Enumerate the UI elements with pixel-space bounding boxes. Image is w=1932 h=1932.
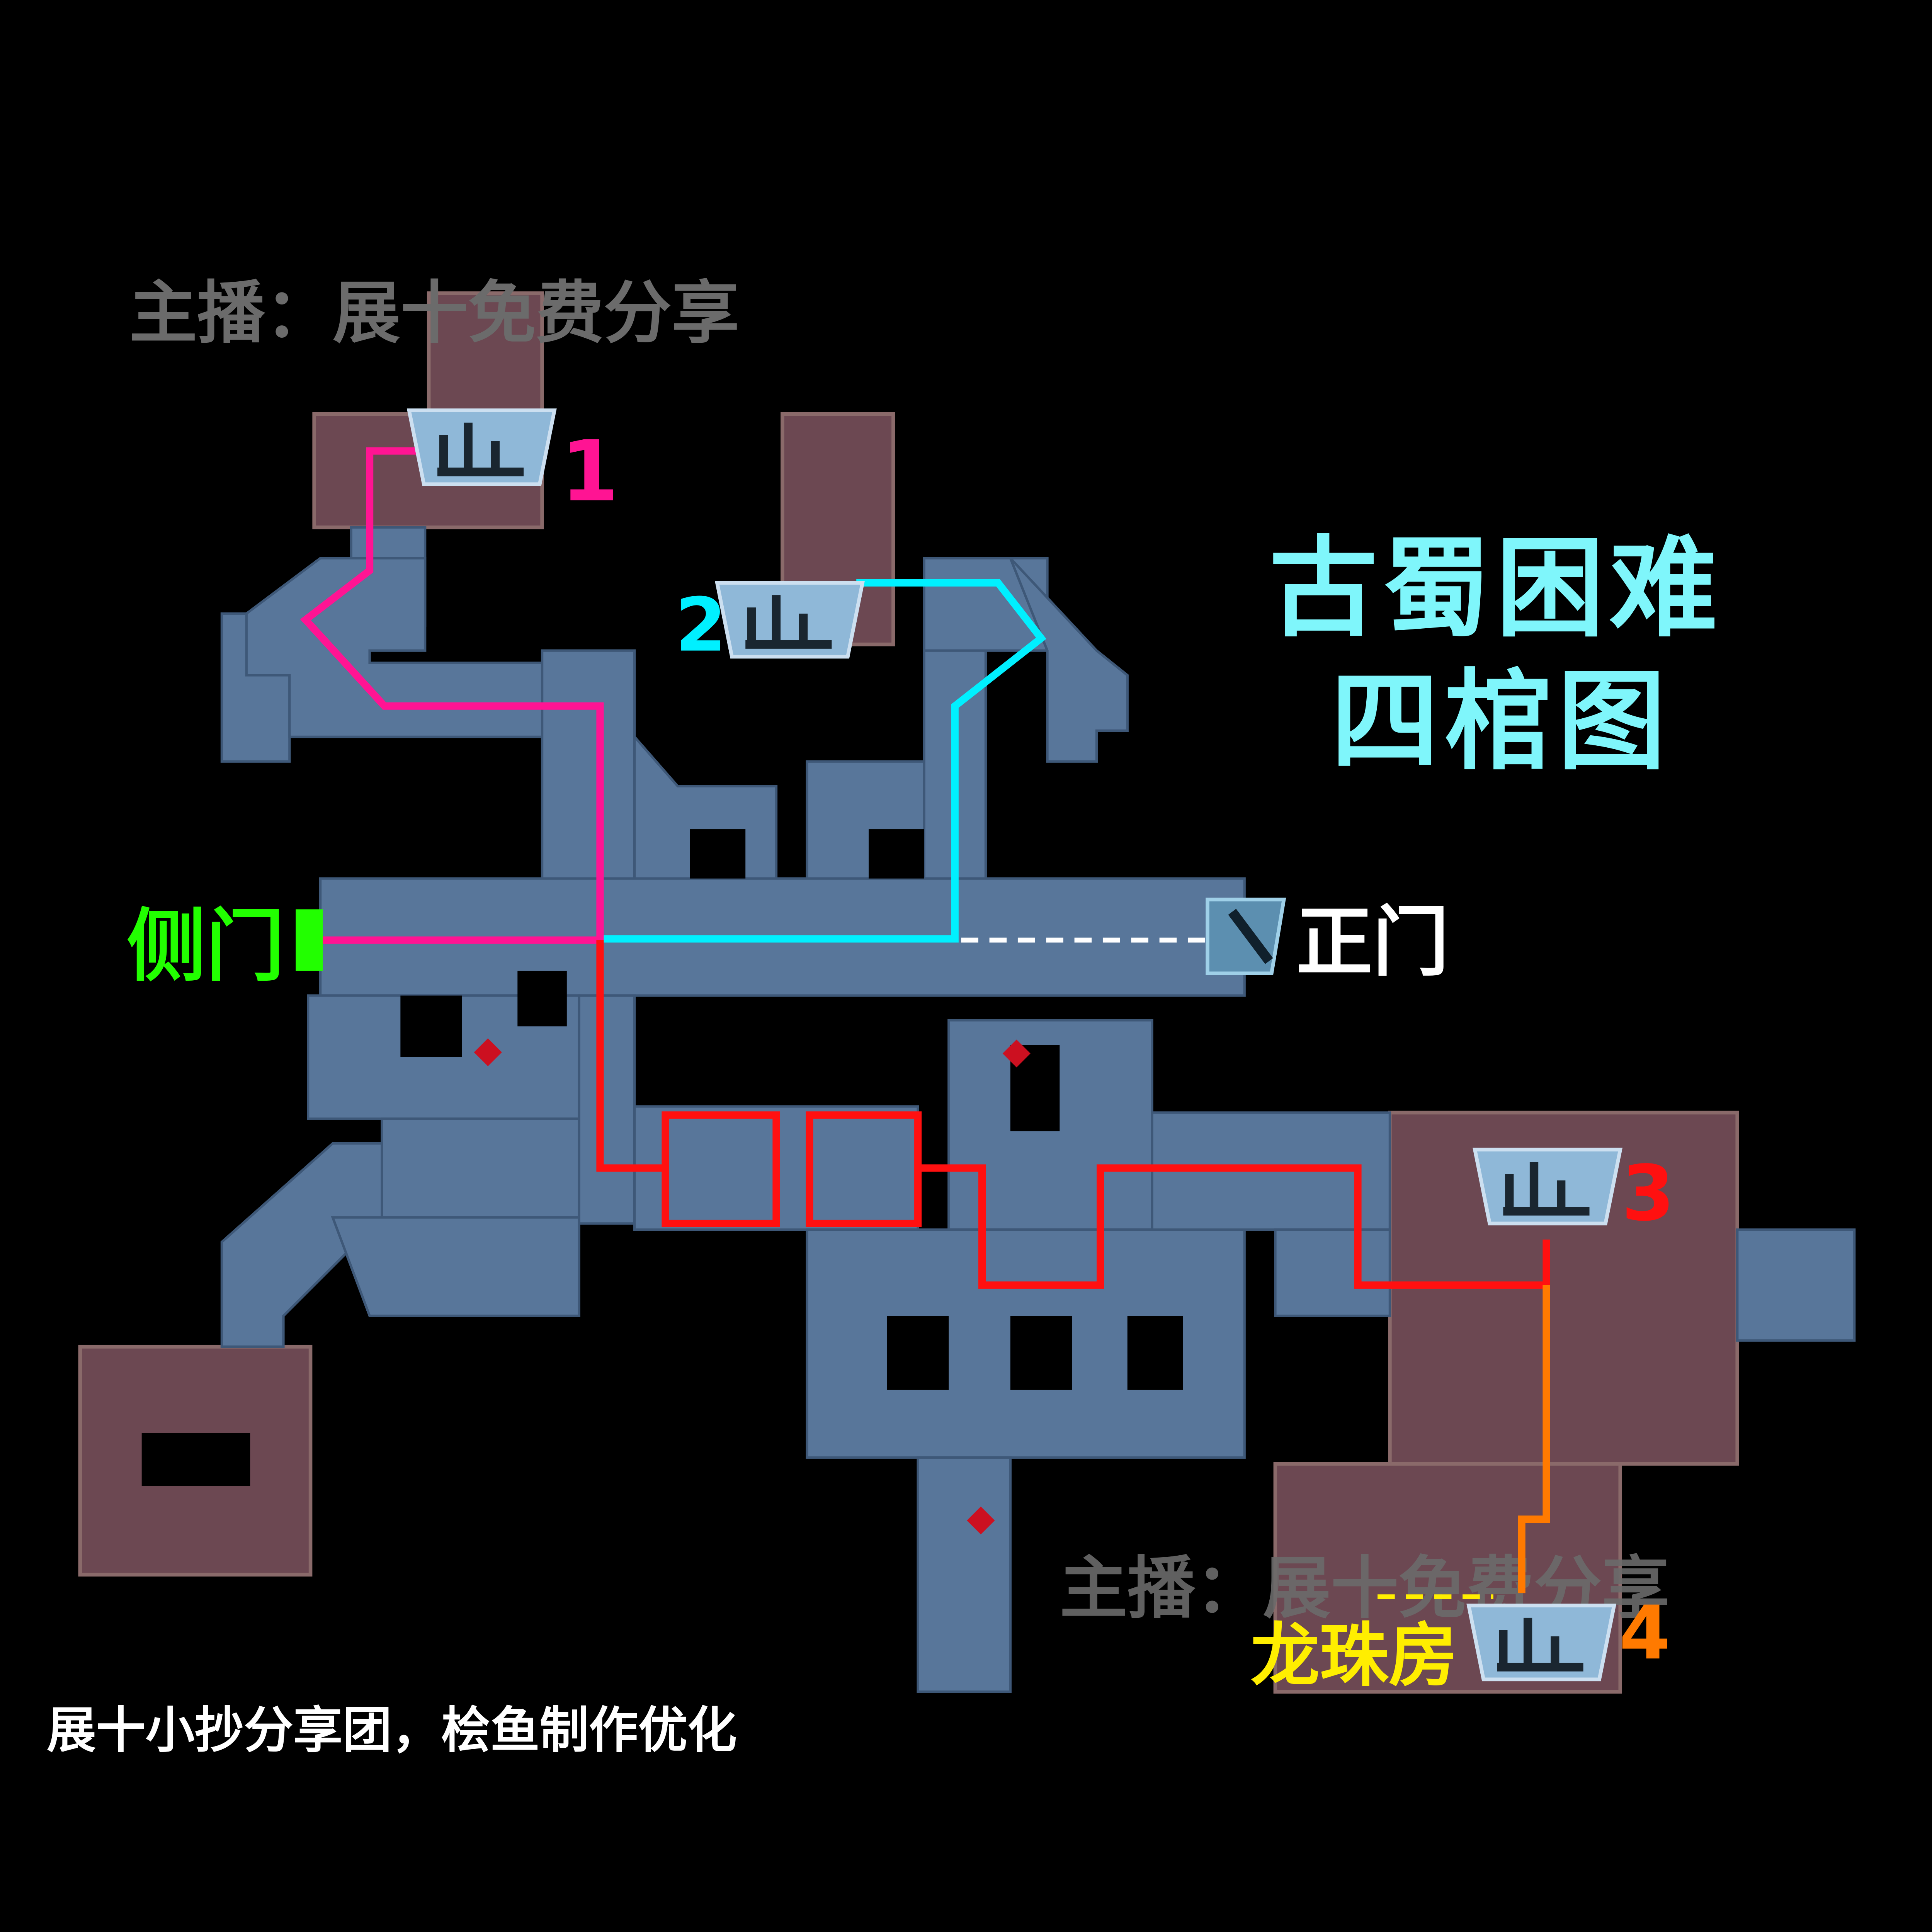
room-southwest-hole bbox=[141, 1433, 250, 1486]
corridor bbox=[331, 1216, 580, 1317]
coffin-3-label: 3 bbox=[1621, 1149, 1675, 1238]
route-red bbox=[918, 1164, 1550, 1289]
corridor bbox=[220, 1142, 383, 1348]
coffin-4-label: 4 bbox=[1619, 1590, 1670, 1676]
dragon-pearl-room-label: 龙珠房 bbox=[1251, 1616, 1458, 1696]
coffin-icon[interactable] bbox=[406, 408, 557, 486]
side-chamber bbox=[1736, 1228, 1856, 1342]
watermark: 主播：展十免费分享 bbox=[129, 274, 739, 353]
map-title-line2: 四棺图 bbox=[1331, 659, 1671, 785]
corridor bbox=[381, 1117, 580, 1219]
map-title-line1: 古蜀困难 bbox=[1269, 526, 1722, 652]
route-pink bbox=[300, 447, 604, 944]
coffin-icon[interactable] bbox=[715, 581, 865, 659]
corridor bbox=[1009, 557, 1129, 763]
side-door-marker[interactable] bbox=[296, 909, 323, 971]
corridor bbox=[245, 557, 636, 738]
coffin-1-label: 1 bbox=[561, 423, 619, 520]
corridor bbox=[917, 1456, 1012, 1693]
door-icon[interactable] bbox=[1206, 898, 1286, 975]
coffin-icon[interactable] bbox=[1473, 1148, 1623, 1226]
corridor bbox=[541, 649, 636, 886]
route-cyan bbox=[604, 579, 1046, 943]
side-door-label: 侧门 bbox=[127, 901, 284, 992]
footer-credit: 展十小抄分享团，桧鱼制作优化 bbox=[47, 1702, 737, 1759]
route-red bbox=[596, 940, 665, 1172]
coffin-2-label: 2 bbox=[675, 582, 726, 668]
room-coffin-1-upper bbox=[427, 291, 544, 418]
route-orange bbox=[1518, 1285, 1550, 1594]
highlight-box bbox=[662, 1111, 780, 1228]
main-door-label: 正门 bbox=[1296, 897, 1449, 986]
corridor bbox=[578, 994, 636, 1225]
corridor bbox=[1274, 1228, 1391, 1317]
corridor bbox=[923, 557, 1049, 652]
coffin-icon[interactable] bbox=[1466, 1604, 1617, 1682]
